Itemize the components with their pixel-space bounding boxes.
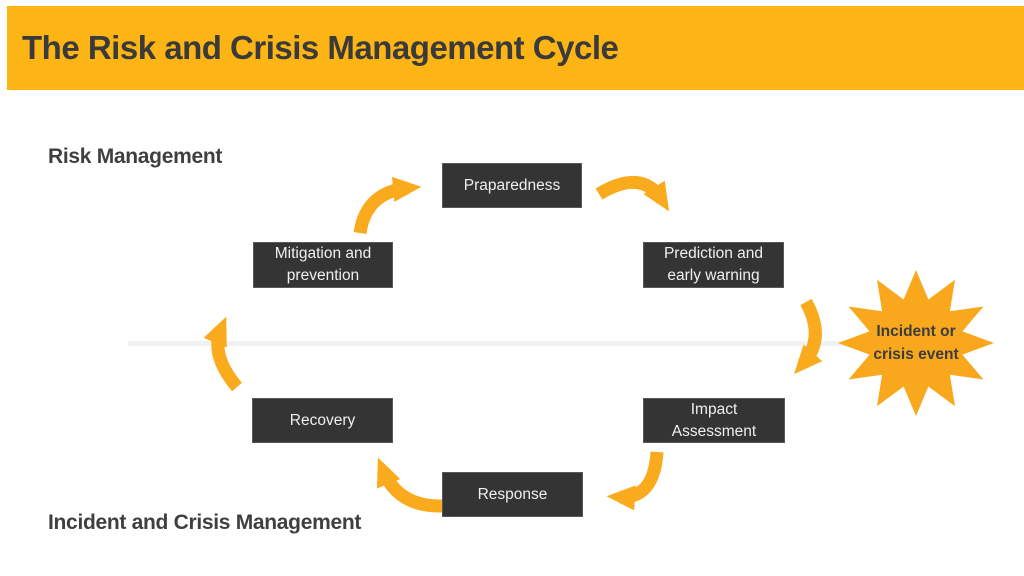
page-title: The Risk and Crisis Management Cycle	[22, 29, 619, 66]
cycle-node-recovery: Recovery	[252, 398, 393, 443]
cycle-node-preparedness: Praparedness	[442, 163, 582, 208]
cycle-node-mitigation: Mitigation and prevention	[253, 242, 393, 288]
cycle-node-response: Response	[442, 472, 583, 517]
starburst-label-line1: Incident or	[876, 322, 956, 340]
incident-crisis-management-label: Incident and Crisis Management	[48, 511, 362, 534]
starburst-label-line2: crisis event	[873, 346, 959, 363]
arrow-response-to-recovery	[376, 457, 443, 513]
arrow-prediction-to-impact	[794, 298, 823, 375]
cycle-node-impact-assessment: Impact Assessment	[643, 398, 785, 443]
arrow-preparedness-to-prediction	[595, 175, 670, 212]
starburst-label: Incident or crisis event	[846, 313, 986, 373]
risk-management-label: Risk Management	[48, 145, 223, 168]
arrow-impact-to-response	[606, 451, 664, 511]
arrow-recovery-to-mitigation	[203, 316, 243, 392]
timeline-divider	[128, 341, 878, 346]
cycle-node-prediction: Prediction and early warning	[643, 242, 784, 288]
header-bar: The Risk and Crisis Management Cycle	[7, 6, 1024, 90]
arrow-mitigation-to-preparedness	[353, 176, 422, 235]
